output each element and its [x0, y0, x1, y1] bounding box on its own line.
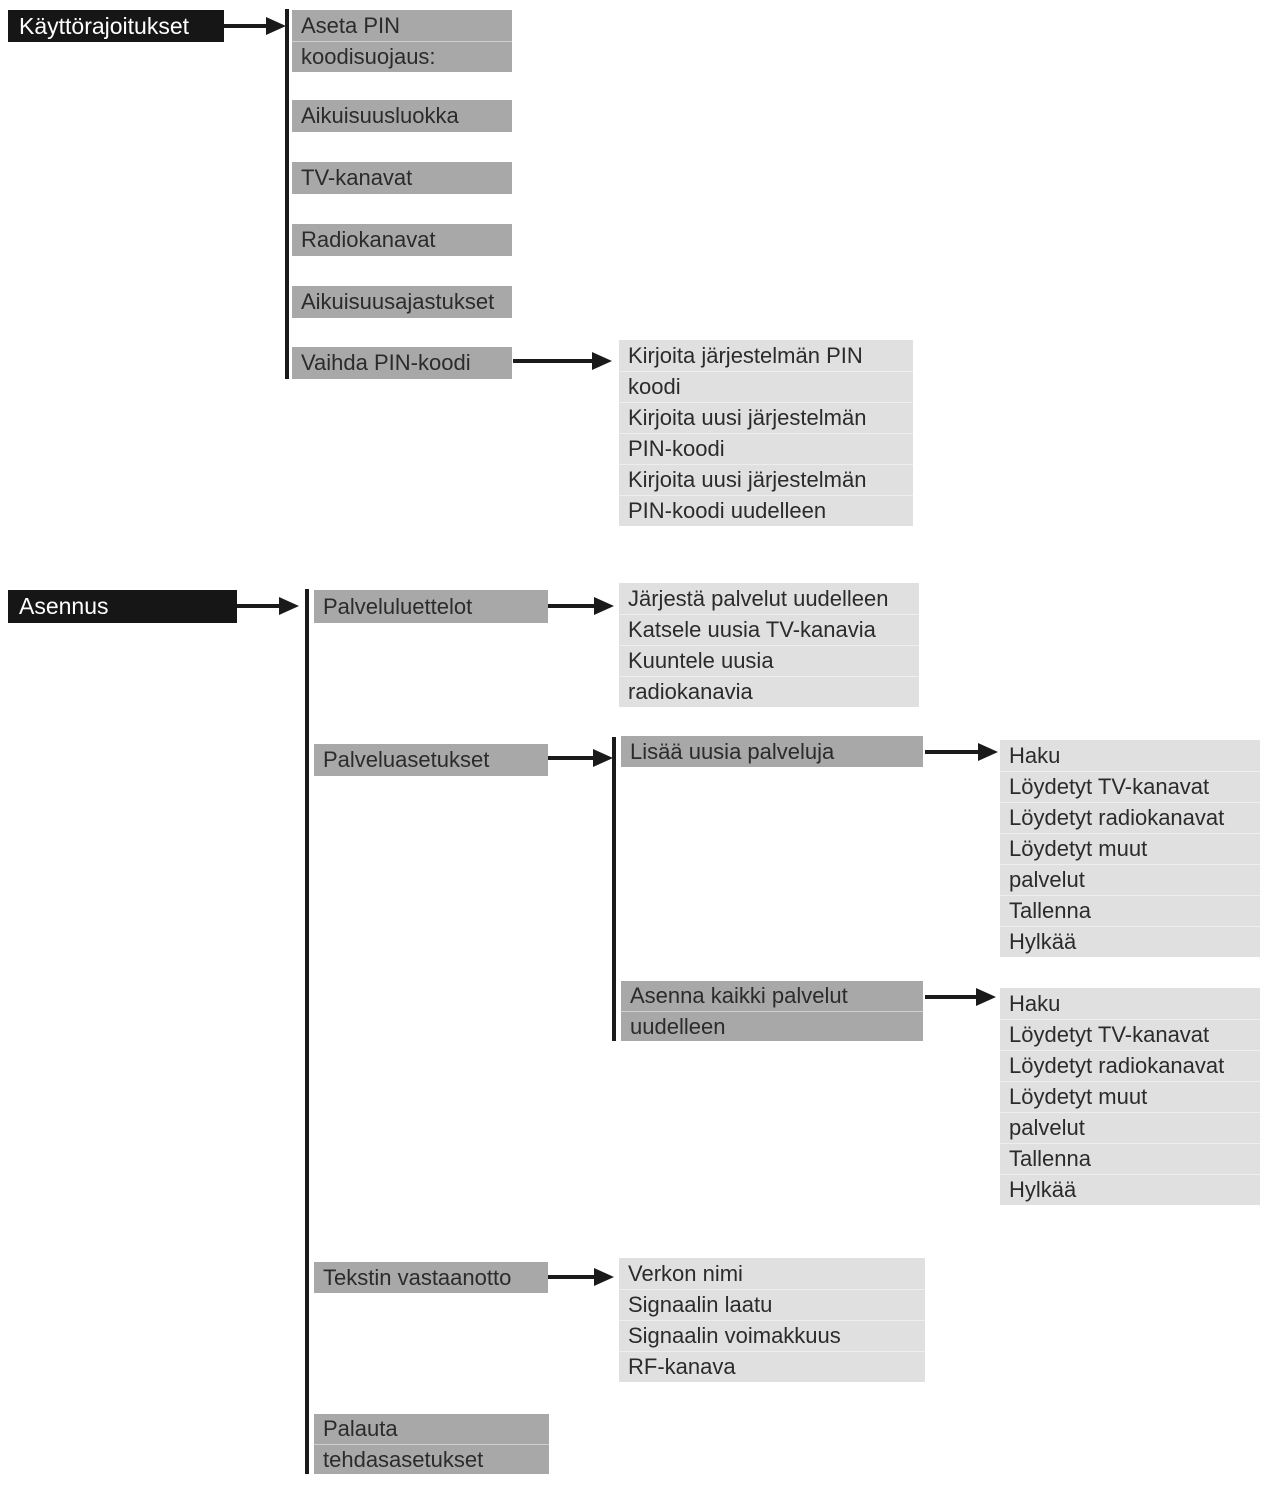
submenu-line: Signaalin laatu: [619, 1289, 925, 1320]
submenu-line: Katsele uusia TV-kanavia: [619, 614, 919, 645]
submenu-line: Kirjoita uusi järjestelmän: [619, 402, 913, 433]
connector-line-asennus: [305, 589, 309, 1474]
menu-line: tehdasasetukset: [314, 1444, 549, 1474]
connector-line-kayttorajoitukset: [285, 9, 289, 379]
submenu-line: Kuuntele uusia: [619, 645, 919, 676]
submenu-line: Kirjoita uusi järjestelmän: [619, 464, 913, 495]
arrow-palveluasetukset-to-sub: [548, 749, 613, 767]
submenu-list-palveluluettelot: Järjestä palvelut uudelleen Katsele uusi…: [619, 583, 919, 707]
arrow-lisaa-to-options: [925, 743, 998, 761]
submenu-list-pin-koodi: Kirjoita järjestelmän PIN koodi Kirjoita…: [619, 340, 913, 526]
submenu-line: Tallenna: [1000, 1143, 1260, 1174]
menu-item-aikuisuusluokka: Aikuisuusluokka: [292, 100, 512, 132]
menu-line: Aikuisuusluokka: [301, 103, 459, 128]
menu-item-tv-kanavat: TV-kanavat: [292, 162, 512, 194]
menu-item-aikuisuusajastukset: Aikuisuusajastukset: [292, 286, 512, 318]
menu-line: Aseta PIN: [301, 12, 401, 38]
menu-line: Lisää uusia palveluja: [630, 738, 835, 764]
menu-line: Tekstin vastaanotto: [323, 1264, 512, 1290]
submenu-line: koodi: [619, 371, 913, 402]
menu-item-palveluluettelot: Palveluluettelot: [314, 590, 548, 623]
submenu-line: Hylkää: [1000, 926, 1260, 957]
menu-line: Palveluasetukset: [323, 747, 490, 772]
arrow-palveluluettelot-to-sub: [548, 597, 614, 615]
submenu-line: Haku: [1009, 990, 1061, 1016]
submenu-line: Löydetyt muut: [1000, 833, 1260, 864]
submenu-line: Järjestä palvelut uudelleen: [628, 585, 889, 611]
submenu-line: Signaalin voimakkuus: [619, 1320, 925, 1351]
submenu-line: Tallenna: [1000, 895, 1260, 926]
options-list-lisaa-palveluja: Haku Löydetyt TV-kanavat Löydetyt radiok…: [1000, 740, 1260, 957]
submenu-item-lisaa-uusia-palveluja: Lisää uusia palveluja: [621, 736, 923, 767]
menu-line: Vaihda PIN-koodi: [301, 350, 471, 375]
menu-line: TV-kanavat: [301, 165, 413, 190]
menu-item-vaihda-pin-koodi: Vaihda PIN-koodi: [292, 347, 512, 379]
menu-line: Asenna kaikki palvelut: [630, 983, 848, 1008]
submenu-line: Löydetyt TV-kanavat: [1000, 771, 1260, 802]
submenu-line: Verkon nimi: [628, 1260, 743, 1286]
submenu-line: PIN-koodi: [619, 433, 913, 464]
submenu-line: Löydetyt muut: [1000, 1081, 1260, 1112]
submenu-line: Löydetyt radiokanavat: [1000, 1050, 1260, 1081]
submenu-line: palvelut: [1000, 1112, 1260, 1143]
root-item-kayttorajoitukset: Käyttörajoitukset: [8, 10, 224, 42]
root-item-asennus: Asennus: [8, 590, 237, 623]
submenu-line: radiokanavia: [619, 676, 919, 707]
submenu-line: Löydetyt TV-kanavat: [1000, 1019, 1260, 1050]
menu-line: koodisuojaus:: [292, 41, 512, 72]
arrow-vaihda-pin-to-dialog: [513, 352, 612, 370]
menu-item-palauta-tehdasasetukset: Palauta tehdasasetukset: [314, 1414, 549, 1474]
submenu-line: Haku: [1009, 742, 1061, 768]
submenu-line: Hylkää: [1000, 1174, 1260, 1205]
menu-item-radiokanavat: Radiokanavat: [292, 224, 512, 256]
connector-line-palveluasetukset: [612, 737, 616, 1041]
submenu-line: RF-kanava: [619, 1351, 925, 1382]
menu-line: Radiokanavat: [301, 227, 436, 252]
menu-item-tekstin-vastaanotto: Tekstin vastaanotto: [314, 1262, 548, 1293]
arrow-asenna-to-options: [925, 988, 996, 1006]
arrow-asennus-to-menu: [237, 597, 299, 615]
submenu-line: palvelut: [1000, 864, 1260, 895]
arrow-kayttorajoitukset-to-menu: [224, 17, 286, 35]
menu-item-aseta-pin-koodisuojaus: Aseta PIN koodisuojaus:: [292, 10, 512, 72]
menu-line: Palauta: [323, 1416, 398, 1441]
submenu-line: Kirjoita järjestelmän PIN: [628, 342, 863, 368]
menu-line: uudelleen: [621, 1011, 923, 1041]
menu-line: Aikuisuusajastukset: [301, 289, 495, 314]
options-list-asenna-palvelut: Haku Löydetyt TV-kanavat Löydetyt radiok…: [1000, 988, 1260, 1205]
arrow-tekstin-to-sub: [548, 1268, 614, 1286]
menu-line: Palveluluettelot: [323, 593, 473, 619]
submenu-line: Löydetyt radiokanavat: [1000, 802, 1260, 833]
submenu-list-tekstin-vastaanotto: Verkon nimi Signaalin laatu Signaalin vo…: [619, 1258, 925, 1382]
menu-item-palveluasetukset: Palveluasetukset: [314, 744, 548, 776]
submenu-line: PIN-koodi uudelleen: [619, 495, 913, 526]
submenu-item-asenna-kaikki-palvelut: Asenna kaikki palvelut uudelleen: [621, 981, 923, 1041]
